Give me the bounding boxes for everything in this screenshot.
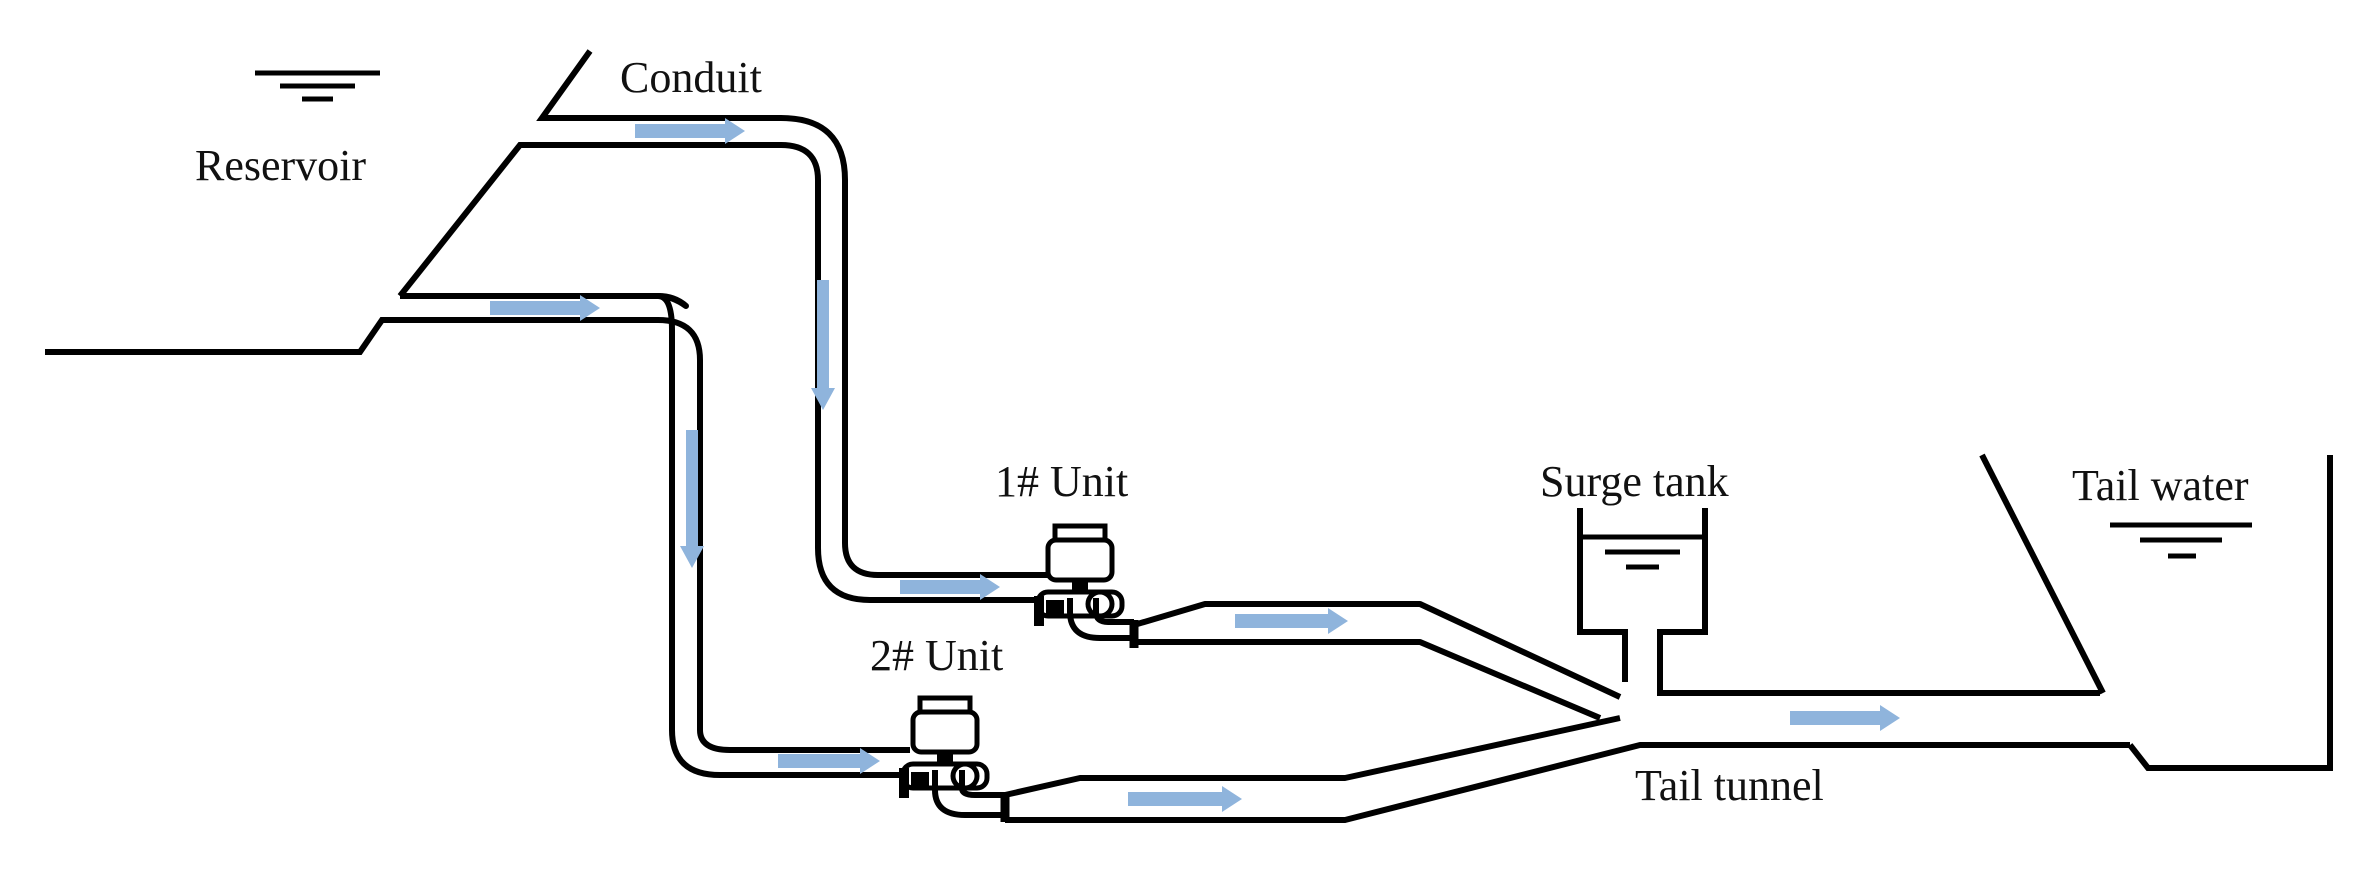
tail-water-level-icon bbox=[2110, 522, 2252, 559]
unit-1-label: 1# Unit bbox=[995, 457, 1128, 506]
conduit-2-upper-wall bbox=[657, 293, 910, 778]
surge-tank-label: Surge tank bbox=[1540, 457, 1729, 506]
surge-tank-right-wall bbox=[1657, 508, 2100, 696]
draft-tube-2-inner bbox=[959, 715, 1621, 798]
conduit-2-outer-wall bbox=[657, 317, 910, 753]
reservoir-bank-terrain bbox=[45, 317, 658, 355]
flow-arrow-tail-tunnel bbox=[1790, 705, 1900, 731]
conduit-inlet-edge bbox=[536, 49, 781, 121]
flow-arrow-draft-tube-1 bbox=[1235, 608, 1348, 634]
draft-tube-1 bbox=[1067, 598, 1622, 700]
draft-tube-2 bbox=[932, 770, 1005, 818]
flow-arrow-conduit-2-top bbox=[490, 295, 600, 321]
tail-water-basin bbox=[2127, 455, 2333, 771]
draft-tube-1-bottom-wall bbox=[1134, 639, 1602, 721]
draft-tube-1-lower bbox=[1093, 598, 1134, 625]
unit-2-turbine-icon bbox=[899, 695, 990, 798]
flow-direction-arrows bbox=[490, 118, 1900, 812]
unit-2-label: 2# Unit bbox=[870, 631, 1003, 680]
reservoir-water-level-icon bbox=[255, 70, 380, 102]
flow-arrow-unit-1-inlet bbox=[900, 574, 1000, 600]
flow-arrow-conduit-2-down bbox=[680, 430, 704, 568]
surge-tank-water-level-icon bbox=[1583, 534, 1702, 570]
unit-1-turbine-icon bbox=[1034, 523, 1125, 626]
conduit-1-outer-wall bbox=[780, 115, 1050, 578]
draft-tube-2-bottom-wall bbox=[1005, 742, 2130, 823]
conduit-label: Conduit bbox=[620, 53, 762, 102]
flow-arrow-conduit-1-down bbox=[811, 280, 835, 410]
intake-slope bbox=[397, 142, 781, 298]
tail-water-label: Tail water bbox=[2072, 461, 2249, 510]
reservoir-label: Reservoir bbox=[195, 141, 366, 190]
tail-water-slope bbox=[1979, 453, 2106, 695]
flow-arrow-conduit-top bbox=[635, 118, 745, 144]
flow-arrow-unit-2-inlet bbox=[778, 748, 880, 774]
flow-arrow-draft-tube-2 bbox=[1128, 786, 1242, 812]
surge-tank-left-wall bbox=[1577, 508, 1628, 682]
tail-tunnel-label: Tail tunnel bbox=[1635, 761, 1824, 810]
conduit-1-inner-wall bbox=[780, 142, 1042, 603]
